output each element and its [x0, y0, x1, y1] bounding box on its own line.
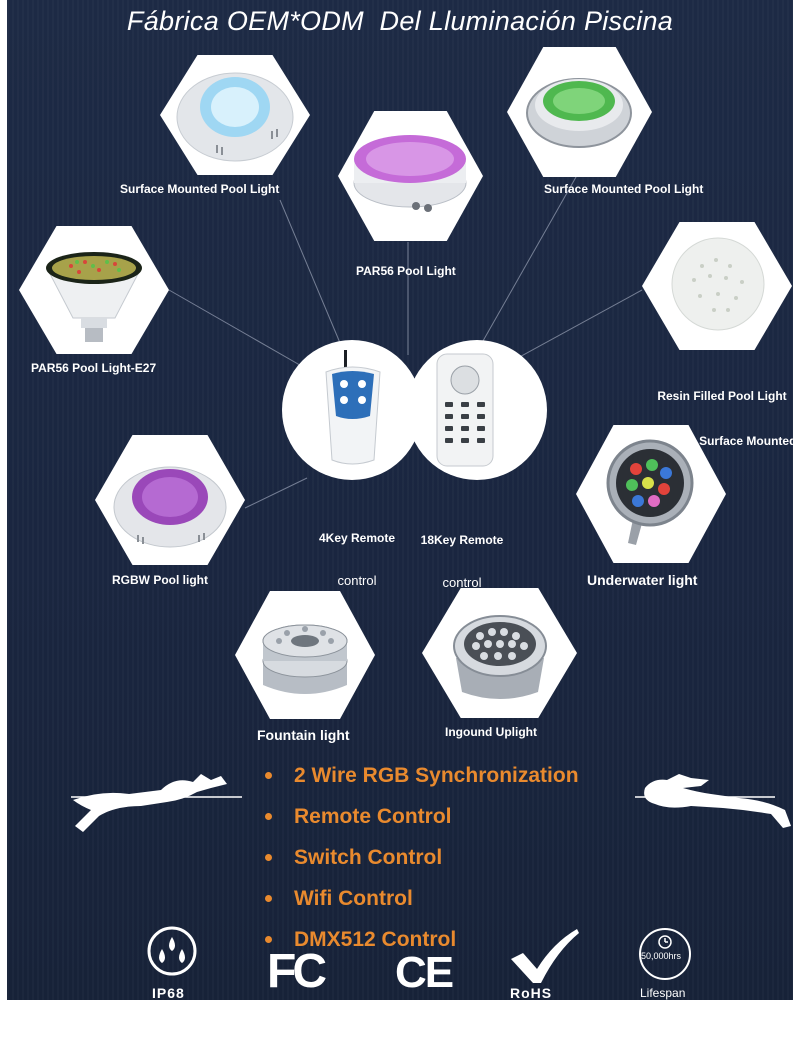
remote-circle-18key[interactable]: [407, 340, 547, 480]
remote-label-4key-line1: 4Key Remote: [318, 531, 396, 545]
18-key-remote-icon: [436, 353, 494, 467]
bullet-icon: [265, 936, 272, 943]
product-label-underwater: Underwater light: [587, 572, 698, 588]
bullet-icon: [265, 895, 272, 902]
product-label-par56-e27: PAR56 Pool Light-E27: [31, 361, 157, 375]
surface-mounted-pool-light-blue-icon: [176, 72, 294, 162]
product-label-inground: Ingound Uplight: [445, 725, 537, 739]
bullet-icon: [265, 813, 272, 820]
product-label-fountain: Fountain light: [257, 727, 350, 743]
remote-label-4key-line2: control: [337, 573, 377, 588]
feature-item: Wifi Control: [265, 878, 579, 919]
remote-circle-4key[interactable]: [282, 340, 422, 480]
feature-item: 2 Wire RGB Synchronization: [265, 755, 579, 796]
rgbw-pool-light-icon: [113, 466, 227, 548]
feature-item: Remote Control: [265, 796, 579, 837]
fountain-light-icon: [262, 624, 348, 694]
par56-e27-bulb-icon: [46, 252, 142, 342]
product-label-par56: PAR56 Pool Light: [356, 264, 456, 278]
feature-text: Wifi Control: [294, 886, 413, 910]
remote-label-18key-line2: control: [442, 575, 482, 590]
ip68-label: IP68: [152, 985, 185, 1000]
feature-text: Switch Control: [294, 845, 443, 869]
product-label-resin-line1: Resin Filled Pool Light: [657, 389, 787, 403]
swimmer-right-icon: [644, 774, 791, 828]
remote-label-18key-line1: 18Key Remote: [420, 533, 504, 547]
bullet-icon: [265, 772, 272, 779]
product-hex-fountain[interactable]: [235, 591, 375, 719]
inground-uplight-icon: [453, 615, 547, 699]
fcc-logo-icon: FC: [267, 945, 327, 998]
feature-text: 2 Wire RGB Synchronization: [294, 763, 579, 787]
ce-logo-icon: CE: [395, 948, 454, 997]
surface-mounted-pool-light-green-icon: [526, 78, 632, 148]
product-label-surface-blue: Surface Mounted Pool Light: [120, 182, 280, 196]
swimmer-left-icon: [73, 774, 227, 832]
product-label-rgbw: RGBW Pool light: [112, 573, 208, 587]
feature-text: DMX512 Control: [294, 927, 457, 951]
product-hex-underwater[interactable]: [576, 425, 726, 563]
bullet-icon: [265, 854, 272, 861]
remote-label-18key: 18Key Remote control: [412, 505, 512, 618]
poster: Fábrica OEM*ODM Del Lluminación Piscina …: [7, 0, 793, 1000]
feature-item: DMX512 Control: [265, 919, 579, 960]
product-label-surface-green: Surface Mounted Pool Light: [544, 182, 704, 196]
lifespan-label: Lifespan: [640, 986, 686, 1000]
rohs-check-icon: [511, 929, 579, 983]
4-key-remote-icon: [325, 350, 381, 465]
rohs-label: RoHS: [510, 985, 553, 1000]
lifespan-hours: 50,000hrs: [641, 951, 682, 961]
product-hex-surface-blue[interactable]: [160, 55, 310, 175]
resin-filled-pool-light-icon: [671, 237, 765, 331]
water-drops-icon: [147, 926, 197, 976]
clock-icon: [639, 928, 691, 980]
product-hex-surface-green[interactable]: [507, 47, 652, 177]
feature-item: Switch Control: [265, 837, 579, 878]
feature-list: 2 Wire RGB Synchronization Remote Contro…: [265, 755, 579, 960]
feature-text: Remote Control: [294, 804, 452, 828]
par56-pool-light-icon: [353, 135, 467, 212]
underwater-light-icon: [606, 439, 694, 545]
remote-label-4key: 4Key Remote control: [307, 503, 407, 616]
page-title: Fábrica OEM*ODM Del Lluminación Piscina: [126, 6, 674, 36]
